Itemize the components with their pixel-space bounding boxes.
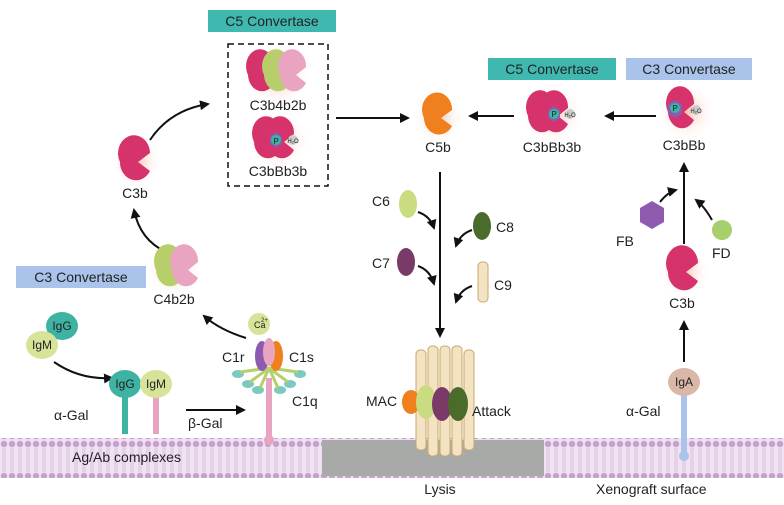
mac-label: MAC bbox=[366, 393, 397, 409]
fd: FD bbox=[712, 220, 732, 261]
arrow-c8 bbox=[453, 229, 473, 248]
c3bbb3b-complex-box: P H₂O C3bBb3b bbox=[246, 108, 310, 179]
arrow-fb bbox=[659, 187, 678, 203]
c3bbb-complex: P H₂O C3bBb bbox=[656, 82, 716, 153]
c3b-left: C3b bbox=[110, 135, 162, 201]
ca-superscript: 2+ bbox=[261, 318, 268, 324]
c6-label: C6 bbox=[372, 193, 390, 209]
lysis-label: Lysis bbox=[424, 481, 455, 497]
c3b-right: C3b bbox=[658, 245, 710, 311]
fb-label: FB bbox=[616, 233, 634, 249]
c3b4b2b-complex: C3b4b2b bbox=[244, 41, 312, 113]
p-factor-label: P bbox=[273, 137, 278, 146]
c3bbb-label: C3bBb bbox=[663, 137, 706, 153]
free-antibodies: IgG IgM bbox=[26, 312, 78, 359]
arrow-c9 bbox=[453, 285, 473, 304]
c9: C9 bbox=[477, 261, 512, 303]
attack-label: Attack bbox=[472, 403, 512, 419]
c6: C6 bbox=[372, 190, 417, 218]
c3bbb3b-complex-right: P H₂O C3bBb3b bbox=[520, 82, 584, 155]
c3-convertase-label-left: C3 Convertase bbox=[34, 269, 128, 285]
xenograft-surface-label: Xenograft surface bbox=[596, 481, 707, 497]
c1r-label: C1r bbox=[222, 349, 245, 365]
arrow-fd bbox=[694, 198, 713, 221]
c5-convertase-label-top: C5 Convertase bbox=[225, 13, 319, 29]
c3bbb3b-right-label: C3bBb3b bbox=[523, 139, 582, 155]
c5b: C5b bbox=[412, 92, 464, 155]
c4b2b-label: C4b2b bbox=[153, 291, 194, 307]
bound-igm: IgM bbox=[140, 370, 172, 434]
h2o-right-label: H₂O bbox=[564, 113, 576, 119]
alpha-gal-right-label: α-Gal bbox=[626, 403, 661, 419]
arrow-antibody-binding bbox=[53, 361, 114, 384]
c5-convertase-label-right: C5 Convertase bbox=[505, 61, 599, 77]
arrow-c3b-to-box bbox=[149, 100, 210, 141]
alpha-gal-left-label: α-Gal bbox=[54, 407, 89, 423]
c3-convertase-badge-right: C3 Convertase bbox=[626, 58, 752, 80]
c1q-label: C1q bbox=[292, 393, 318, 409]
c5b-label: C5b bbox=[425, 139, 451, 155]
c7: C7 bbox=[372, 248, 415, 276]
c5-convertase-badge-right: C5 Convertase bbox=[488, 58, 616, 80]
fd-label: FD bbox=[712, 245, 731, 261]
c3-convertase-badge-left: C3 Convertase bbox=[16, 266, 146, 288]
c7-label: C7 bbox=[372, 255, 390, 271]
beta-gal-label: β-Gal bbox=[188, 415, 223, 431]
c1-complex: Ca 2+ C1r C1s C1q bbox=[222, 313, 318, 445]
arrow-c1-to-c4b2b bbox=[202, 314, 247, 339]
h2o-label: H₂O bbox=[287, 139, 299, 145]
igm-bound-label: IgM bbox=[146, 377, 166, 391]
c5-convertase-badge-top: C5 Convertase bbox=[208, 10, 336, 32]
c8: C8 bbox=[473, 212, 514, 240]
c2b-pac bbox=[278, 49, 307, 92]
igm-free-label: IgM bbox=[32, 338, 52, 352]
mac-pore: MAC Attack bbox=[366, 345, 512, 457]
ag-ab-complexes-label: Ag/Ab complexes bbox=[72, 449, 181, 465]
c3bbb3b-box-label: C3bBb3b bbox=[249, 163, 308, 179]
c1s-label: C1s bbox=[289, 349, 314, 365]
p-factor-right-label: P bbox=[551, 110, 556, 119]
arrow-c6 bbox=[417, 211, 437, 230]
c3b-left-label: C3b bbox=[122, 185, 148, 201]
c8-label: C8 bbox=[496, 219, 514, 235]
arrow-c7 bbox=[417, 265, 437, 286]
iga-label: IgA bbox=[675, 375, 693, 389]
igg-bound-label: IgG bbox=[115, 377, 134, 391]
h2o-c3bbb-label: H₂O bbox=[690, 109, 702, 115]
c4b2b-complex: C4b2b bbox=[146, 242, 202, 307]
c3-convertase-label-right: C3 Convertase bbox=[642, 61, 736, 77]
bound-igg: IgG bbox=[109, 370, 141, 434]
c3b-right-label: C3b bbox=[669, 295, 695, 311]
p-factor-c3bbb-label: P bbox=[672, 104, 677, 113]
igg-free-label: IgG bbox=[52, 319, 71, 333]
cell-membrane bbox=[0, 438, 784, 478]
bound-iga: IgA bbox=[668, 368, 700, 461]
ca-label: Ca bbox=[254, 320, 266, 330]
c9-label: C9 bbox=[494, 277, 512, 293]
c3b4b2b-label: C3b4b2b bbox=[250, 97, 307, 113]
fb: FB bbox=[616, 201, 664, 249]
